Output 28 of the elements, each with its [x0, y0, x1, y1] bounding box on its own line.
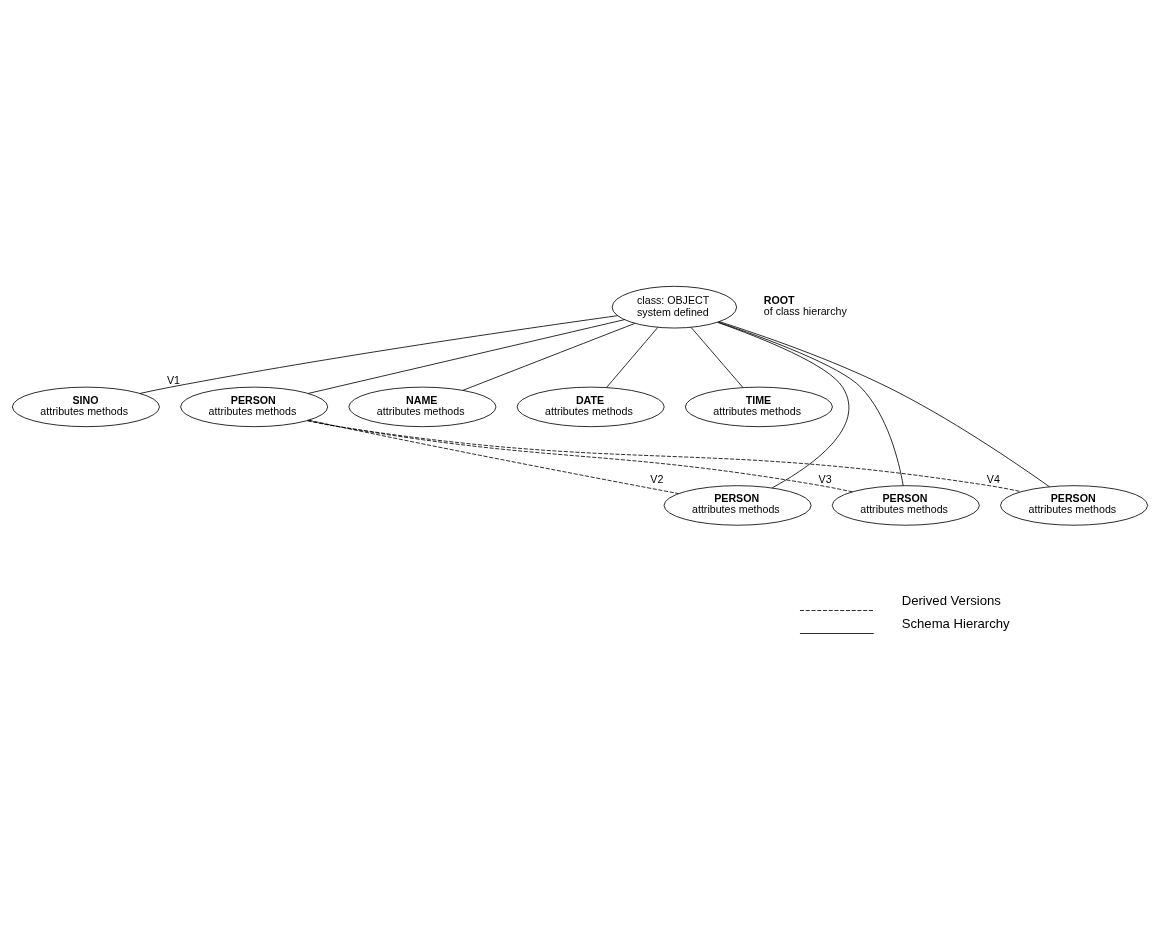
connector — [462, 323, 636, 391]
legend-label: Derived Versions — [901, 592, 1001, 608]
node-label: V4 — [986, 472, 1000, 485]
node-ellipse: PERSON attributes methods — [180, 386, 329, 428]
connector — [139, 315, 618, 394]
node-ellipse: NAME attributes methods — [348, 386, 497, 428]
node-ellipse: SINO attributes methods — [11, 386, 160, 428]
connector — [306, 420, 1022, 493]
node-ellipse: PERSON attributes methods — [663, 485, 812, 526]
node-ellipse: PERSON attributes methods — [831, 485, 980, 526]
connector — [717, 321, 904, 487]
connector — [717, 321, 850, 489]
connector — [690, 326, 744, 388]
label: ROOT — [763, 294, 795, 307]
node-label: V3 — [818, 472, 832, 485]
label: of class hierarchy — [763, 304, 847, 317]
node-ellipse: DATE attributes methods — [516, 386, 665, 428]
connector — [308, 419, 679, 494]
connector — [606, 326, 659, 388]
node-ellipse: TIME attributes methods — [684, 386, 833, 428]
legend-label: Schema Hierarchy — [901, 615, 1010, 631]
node-ellipse: PERSON attributes methods — [1000, 485, 1148, 526]
node-label: V2 — [650, 472, 664, 485]
connector — [307, 420, 853, 493]
node-ellipse: class: OBJECT system defined — [611, 285, 737, 329]
connector — [719, 321, 1050, 488]
connector — [307, 319, 625, 394]
node-label: V1 — [166, 374, 181, 387]
